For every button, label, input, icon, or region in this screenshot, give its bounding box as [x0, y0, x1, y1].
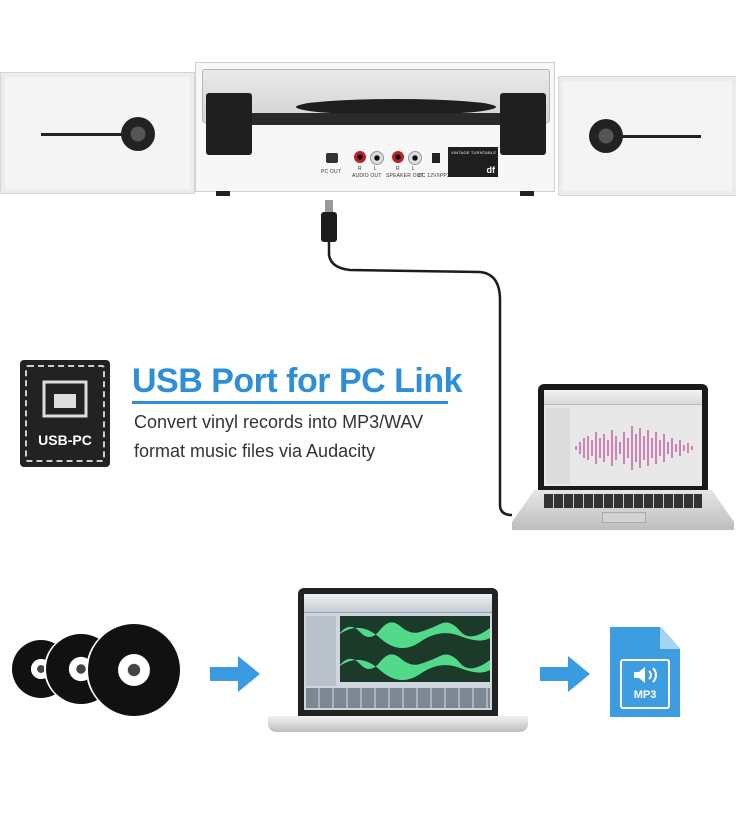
waveform-icon	[340, 622, 490, 681]
right-speaker	[558, 76, 736, 196]
headline-underline	[132, 401, 448, 404]
editor-window	[304, 594, 492, 710]
feature-description-line2: format music files via Audacity	[134, 441, 376, 461]
mp3-label: MP3	[633, 689, 657, 701]
platter	[296, 99, 496, 115]
editor-timeline	[306, 688, 490, 708]
turntable-foot	[520, 191, 534, 196]
speaker-out-label: SPEAKER OUT	[386, 173, 424, 179]
laptop-base	[512, 490, 734, 530]
dc-in-port-icon	[432, 153, 440, 163]
audio-out-l-label: L	[374, 166, 377, 172]
speaker-out-l-label: L	[412, 166, 415, 172]
left-hinge-icon	[206, 93, 252, 155]
turntable-product-image: PC OUT R L AUDIO OUT R L SPEAKER OUT DC …	[0, 62, 736, 202]
vinyl-record-icon	[88, 624, 180, 716]
file-fold	[660, 627, 680, 649]
audio-out-r-jack-icon	[354, 151, 366, 163]
file-inner-badge: MP3	[620, 659, 670, 709]
spec-plate: VINTAGE TURNTABLE df	[448, 147, 498, 177]
audacity-toolbar	[544, 390, 702, 405]
speaker-out-l-jack-icon	[408, 151, 422, 165]
arrow-right-icon	[210, 656, 260, 692]
speaker-out-r-jack-icon	[392, 151, 404, 163]
speaker-out-r-label: R	[396, 166, 400, 172]
audio-out-r-label: R	[358, 166, 362, 172]
keyboard	[544, 494, 702, 508]
editor-toolbar	[304, 594, 492, 613]
laptop-base	[268, 716, 528, 732]
laptop-audacity	[512, 384, 734, 534]
spec-plate-title: VINTAGE TURNTABLE	[451, 150, 497, 155]
pc-out-label: PC OUT	[321, 169, 342, 175]
editor-sidepanel	[306, 616, 336, 686]
deck-plate	[244, 113, 504, 125]
usb-pc-badge: USB-PC	[20, 360, 110, 467]
laptop-screen	[538, 384, 708, 490]
track-panel	[546, 408, 570, 484]
speaker-knob-icon	[121, 117, 155, 151]
laptop-editor	[268, 588, 528, 736]
arrow-right-icon	[540, 656, 590, 692]
feature-description-line1: Convert vinyl records into MP3/WAV	[134, 412, 424, 432]
turntable-foot	[216, 191, 230, 196]
speaker-bar	[41, 133, 136, 136]
laptop-screen	[298, 588, 498, 716]
touchpad	[602, 512, 646, 523]
usb-pc-badge-border	[25, 365, 105, 462]
waveform-track	[340, 616, 490, 682]
audio-out-label: AUDIO OUT	[352, 173, 382, 179]
turntable-body: PC OUT R L AUDIO OUT R L SPEAKER OUT DC …	[195, 62, 555, 196]
mp3-file-icon: MP3	[610, 627, 680, 717]
right-hinge-icon	[500, 93, 546, 155]
usb-b-port-icon	[326, 153, 338, 163]
left-speaker	[0, 72, 195, 194]
speaker-sound-icon	[634, 667, 657, 683]
audio-out-l-jack-icon	[370, 151, 384, 165]
spec-plate-brand: df	[486, 165, 496, 175]
feature-headline: USB Port for PC Link	[132, 362, 463, 400]
speaker-bar	[619, 135, 701, 138]
usb-b-port-icon	[42, 380, 88, 418]
usb-pc-badge-label: USB-PC	[38, 432, 92, 448]
waveform-icon	[575, 426, 693, 470]
audacity-window	[544, 390, 702, 486]
speaker-knob-icon	[589, 119, 623, 153]
dc-in-label: DC 12V/IPP2A	[418, 173, 454, 179]
